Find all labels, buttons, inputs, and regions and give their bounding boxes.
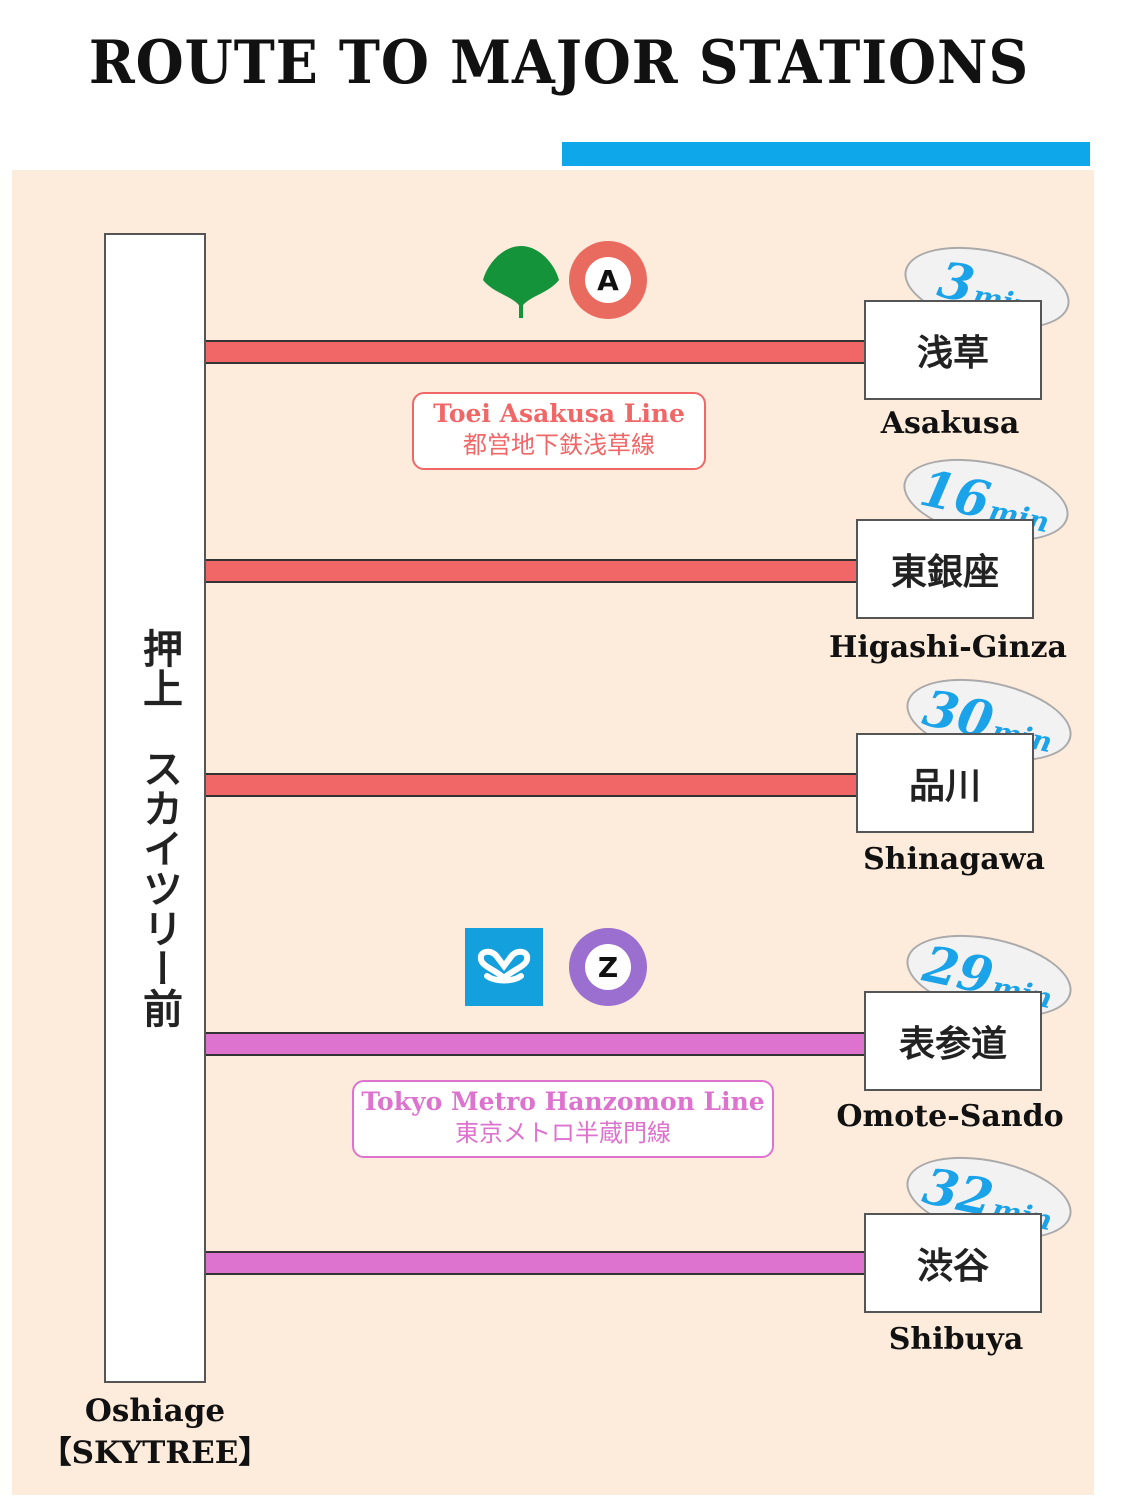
route-bar-asakusa xyxy=(206,340,866,364)
line-badge-a-icon: A xyxy=(569,241,647,319)
title-accent-bar xyxy=(562,142,1090,166)
line-badge-z-letter: Z xyxy=(585,944,631,990)
station-box-shinagawa: 品川 xyxy=(856,733,1034,833)
toei-ginkgo-leaf xyxy=(483,246,559,308)
station-name-en-shibuya: Shibuya xyxy=(888,1322,1024,1357)
origin-name-en: Oshiage 【SKYTREE】 xyxy=(40,1390,270,1474)
origin-station-pillar xyxy=(104,233,206,1383)
station-name-en-higashi-ginza: Higashi-Ginza xyxy=(828,630,1067,665)
station-box-asakusa: 浅草 xyxy=(864,300,1042,400)
station-name-en-shinagawa: Shinagawa xyxy=(863,842,1045,877)
station-box-higashi-ginza: 東銀座 xyxy=(856,519,1034,619)
origin-name-jp: 押上 スカイツリー前 xyxy=(136,628,182,1028)
line-label-asakusa-jp: 都営地下鉄浅草線 xyxy=(463,431,655,459)
station-box-shibuya: 渋谷 xyxy=(864,1213,1042,1313)
toei-ginkgo-stem xyxy=(519,300,523,318)
line-label-hanzomon: Tokyo Metro Hanzomon Line 東京メトロ半蔵門線 xyxy=(352,1080,774,1158)
origin-subtitle: 【SKYTREE】 xyxy=(40,1435,270,1471)
tokyo-metro-heart xyxy=(477,948,531,984)
page-title: ROUTE TO MAJOR STATIONS xyxy=(88,28,1030,98)
line-label-hanzomon-jp: 東京メトロ半蔵門線 xyxy=(455,1119,671,1147)
toei-ginkgo-icon xyxy=(483,246,559,318)
line-badge-z-icon: Z xyxy=(569,928,647,1006)
route-bar-shinagawa xyxy=(206,773,858,797)
line-label-asakusa: Toei Asakusa Line 都営地下鉄浅草線 xyxy=(412,392,706,470)
line-badge-a-letter: A xyxy=(585,257,631,303)
station-name-en-omote-sando: Omote-Sando xyxy=(836,1099,1064,1134)
line-label-hanzomon-en: Tokyo Metro Hanzomon Line xyxy=(361,1087,765,1116)
line-label-asakusa-en: Toei Asakusa Line xyxy=(433,399,685,428)
tokyo-metro-icon xyxy=(465,928,543,1006)
station-box-omote-sando: 表参道 xyxy=(864,991,1042,1091)
origin-name-en-label: Oshiage xyxy=(84,1393,226,1429)
route-bar-omote-sando xyxy=(206,1032,866,1056)
station-name-en-asakusa: Asakusa xyxy=(880,406,1020,441)
route-bar-higashi-ginza xyxy=(206,559,858,583)
route-bar-shibuya xyxy=(206,1251,866,1275)
